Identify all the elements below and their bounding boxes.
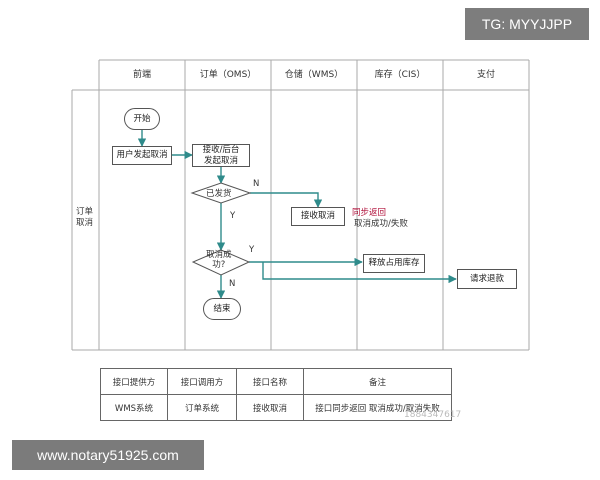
arrow-shipped-no-to-wms: [250, 192, 323, 208]
row-label: 订单 取消: [76, 207, 93, 229]
shipped-decision: [190, 182, 252, 204]
table-header-name: 接口名称: [236, 368, 304, 395]
table-cell-caller: 订单系统: [167, 394, 237, 421]
faint-watermark: 1884347617: [404, 410, 462, 420]
receive-cancel-line1: 接收/后台: [202, 144, 240, 155]
row-label-line1: 订单: [76, 207, 94, 217]
website-banner: www.notary51925.com: [12, 440, 204, 470]
table-cell-provider: WMS系统: [100, 394, 168, 421]
column-header-payment: 支付: [476, 70, 495, 80]
tg-tag: TG: MYYJJPP: [465, 8, 589, 40]
start-node: 开始: [124, 108, 160, 130]
wms-receive-node: 接收取消: [291, 207, 345, 226]
cancel-success-decision: [191, 249, 251, 276]
shipped-label: 已发货: [206, 189, 232, 199]
table-header-provider: 接口提供方: [100, 368, 168, 395]
table-cell-name: 接收取消: [236, 394, 304, 421]
table-row: WMS系统 订单系统 接收取消 接口同步返回 取消成功/取消失败: [100, 394, 452, 421]
table-header-caller: 接口调用方: [167, 368, 237, 395]
cancel-no-label: N: [229, 279, 236, 289]
shipped-no-label: N: [253, 179, 260, 189]
column-header-oms: 订单（OMS）: [199, 70, 257, 80]
column-header-cis: 库存（CIS）: [374, 70, 426, 80]
cancel-yes-label: Y: [249, 245, 255, 255]
user-cancel-node: 用户发起取消: [112, 146, 172, 165]
end-node: 结束: [203, 298, 241, 320]
release-stock-node: 释放占用库存: [363, 254, 425, 273]
cancel-success-label: 取消成 功?: [206, 250, 232, 270]
arrow-cancelok-to-refund: [262, 262, 457, 284]
receive-cancel-line2: 发起取消: [203, 155, 238, 166]
column-header-wms: 仓储（WMS）: [284, 70, 344, 80]
table-header-note: 备注: [303, 368, 452, 395]
interface-table: 接口提供方 接口调用方 接口名称 备注 WMS系统 订单系统 接收取消 接口同步…: [100, 368, 452, 421]
table-header-row: 接口提供方 接口调用方 接口名称 备注: [100, 368, 452, 395]
cancel-success-line2: 功?: [212, 260, 226, 271]
receive-cancel-node: 接收/后台 发起取消: [192, 144, 250, 167]
cancel-result-label: 取消成功/失败: [354, 219, 408, 229]
table-cell-note: 接口同步返回 取消成功/取消失败: [303, 394, 452, 421]
cancel-success-line1: 取消成: [206, 250, 232, 260]
column-header-frontend: 前端: [132, 70, 151, 80]
shipped-yes-label: Y: [230, 211, 236, 221]
row-label-line2: 取消: [76, 218, 94, 229]
refund-node: 请求退款: [457, 269, 517, 289]
sync-return-label: 同步返回: [352, 208, 387, 218]
